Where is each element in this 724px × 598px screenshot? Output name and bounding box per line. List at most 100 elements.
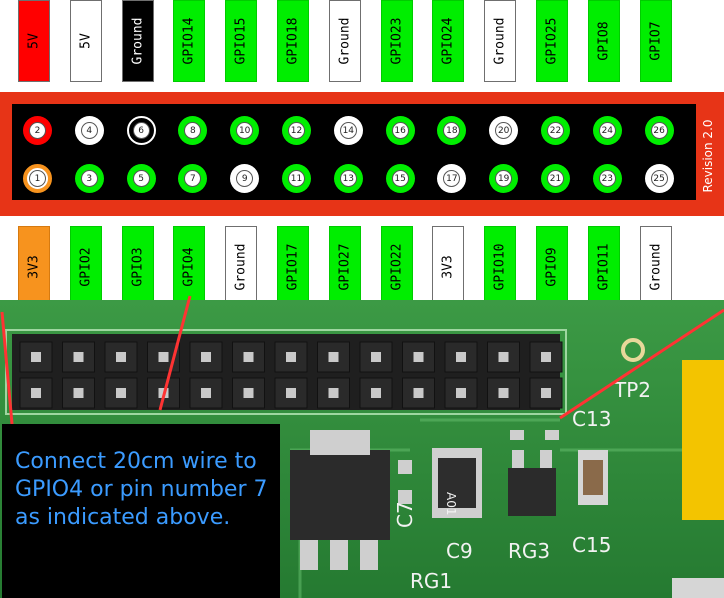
header-post [359,377,393,409]
top-label-gpio7: GPIO7 [639,0,672,82]
header-post-tip [498,388,509,398]
header-post-tip [286,352,296,362]
pin-number: 19 [495,170,513,187]
pcb-label: C7 [393,501,417,528]
pin-number: 13 [339,170,357,187]
left-pointer-line [0,311,14,425]
header-post-tip [371,352,381,362]
pin-number: 20 [495,122,513,139]
top-label-gpio24: GPIO24 [432,0,465,82]
pin-number: 25 [650,170,668,187]
pcb-label: A01 [444,492,458,515]
pin-11: 11 [282,164,311,193]
pin-number: 9 [236,170,254,187]
top-label-gpio23: GPIO23 [380,0,413,82]
pin-number: 1 [29,170,46,187]
top-label-5v: 5V [69,0,102,82]
bottom-label-3v3: 3V3 [432,226,465,308]
pin-number: 11 [288,170,305,187]
pin-10: 10 [230,116,260,145]
pcb-label: TP2 [613,378,651,402]
bottom-label-gpio2: GPIO2 [69,226,102,308]
pin-21: 21 [541,164,570,193]
pin-number: 18 [443,122,461,139]
header-post-tip [413,352,424,362]
pin-7: 7 [178,164,208,193]
top-label-ground: Ground [328,0,361,82]
header-post-tip [243,352,254,362]
pin-18: 18 [437,116,467,145]
header-post-tip [201,352,211,362]
pin-17: 17 [437,164,467,193]
header-post-tip [456,352,466,362]
top-label-ground: Ground [484,0,517,82]
pin-number: 14 [339,122,357,139]
pin-number: 12 [288,122,305,139]
pin-14: 14 [333,116,363,145]
pin-6: 6 [126,116,156,145]
pin-number: 17 [443,170,461,187]
header-post [402,341,435,373]
gpio4-pointer-line [158,295,192,411]
header-post-tip [413,388,424,398]
bottom-label-gpio11: GPIO11 [587,226,620,308]
top-label-gpio18: GPIO18 [277,0,309,82]
pin-number: 5 [132,170,150,187]
header-post-tip [541,388,551,398]
header-post-tip [541,352,551,362]
header-post-tip [73,388,84,398]
header-post [317,377,350,409]
pin-number: 7 [184,170,202,187]
pin-26: 26 [644,116,674,145]
pcb-label: C15 [572,533,611,557]
top-label-gpio14: GPIO14 [173,0,206,82]
header-post-tip [116,352,126,362]
top-label-gpio15: GPIO15 [225,0,258,82]
bottom-label-ground: Ground [225,226,258,308]
pin-4: 4 [74,116,104,145]
pin-23: 23 [592,164,622,193]
right-pointer-line [559,308,724,420]
pin-number: 22 [547,122,564,139]
pin-13: 13 [333,164,363,193]
bottom-label-gpio4: GPIO4 [173,226,206,308]
top-label-5v: 5V [18,0,50,82]
pin-24: 24 [592,116,622,145]
header-post-tip [201,388,211,398]
header-post [62,377,95,409]
pin-number: 8 [184,122,202,139]
header-post-tip [328,352,339,362]
pin-1: 1 [23,164,52,193]
pin-number: 24 [598,122,616,139]
pin-20: 20 [489,116,519,145]
pin-19: 19 [489,164,519,193]
pin-12: 12 [282,116,311,145]
bottom-label-gpio27: GPIO27 [328,226,361,308]
pin-number: 2 [29,122,46,139]
pin-25: 25 [644,164,674,193]
pin-number: 26 [650,122,668,139]
pin-15: 15 [385,164,415,193]
pin-8: 8 [178,116,208,145]
header-post-tip [31,388,41,398]
header-post-tip [73,352,84,362]
bottom-label-gpio22: GPIO22 [380,226,413,308]
pin-number: 10 [236,122,254,139]
pin-number: 21 [547,170,564,187]
pcb-label: C13 [572,407,611,431]
header-post-tip [328,388,339,398]
pin-22: 22 [541,116,570,145]
header-post-tip [243,388,254,398]
header-post-tip [31,352,41,362]
header-post [147,377,180,409]
pin-3: 3 [74,164,104,193]
top-label-ground: Ground [121,0,154,82]
header-post-tip [158,352,169,362]
header-post-tip [286,388,296,398]
pin-number: 15 [391,170,409,187]
instruction-text: Connect 20cm wire to GPIO4 or pin number… [15,449,268,530]
bottom-label-3v3: 3V3 [18,226,50,308]
header-post [402,377,435,409]
header-post-tip [116,388,126,398]
